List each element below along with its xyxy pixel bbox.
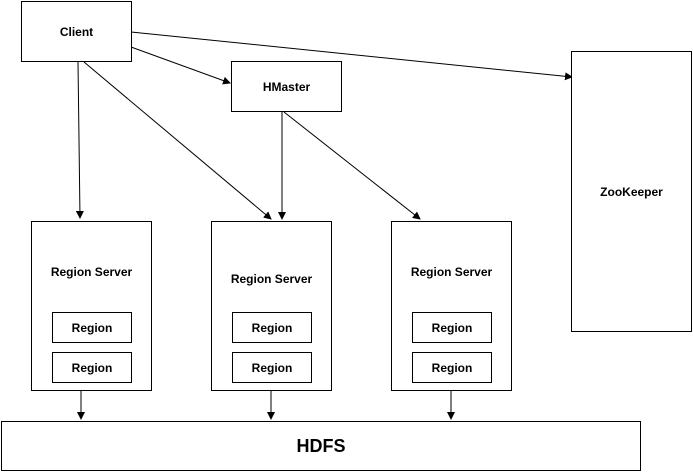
region-label: Region: [431, 320, 473, 335]
hdfs-label: HDFS: [296, 435, 346, 456]
region-box: Region: [412, 352, 492, 383]
region-box: Region: [52, 352, 132, 383]
client-label: Client: [59, 24, 94, 39]
zookeeper-label: ZooKeeper: [600, 184, 663, 199]
region-box: Region: [52, 312, 132, 343]
region-server-2: Region Server Region Region: [211, 221, 332, 391]
arrow-client-to-region-server-1: [75, 61, 84, 219]
region-label: Region: [71, 320, 113, 335]
region-label: Region: [251, 360, 293, 375]
hmaster-label: HMaster: [262, 79, 311, 94]
arrow-client-to-hmaster: [130, 46, 231, 85]
region-server-1: Region Server Region Region: [31, 221, 152, 391]
arrow-client-to-region-server-2: [83, 61, 272, 220]
region-server-3: Region Server Region Region: [391, 221, 512, 391]
hmaster-node: HMaster: [231, 61, 342, 112]
hdfs-node: HDFS: [1, 421, 641, 471]
region-box: Region: [412, 312, 492, 343]
region-box: Region: [232, 312, 312, 343]
region-server-label: Region Server: [50, 265, 133, 279]
region-server-label: Region Server: [410, 265, 493, 279]
region-label: Region: [251, 320, 293, 335]
region-label: Region: [431, 360, 473, 375]
arrow-client-to-zookeeper: [130, 31, 573, 81]
region-box: Region: [232, 352, 312, 383]
client-node: Client: [21, 1, 132, 62]
region-server-label: Region Server: [230, 272, 313, 286]
arrow-hmaster-to-region-server-3: [283, 111, 421, 220]
zookeeper-node: ZooKeeper: [571, 51, 692, 332]
region-label: Region: [71, 360, 113, 375]
